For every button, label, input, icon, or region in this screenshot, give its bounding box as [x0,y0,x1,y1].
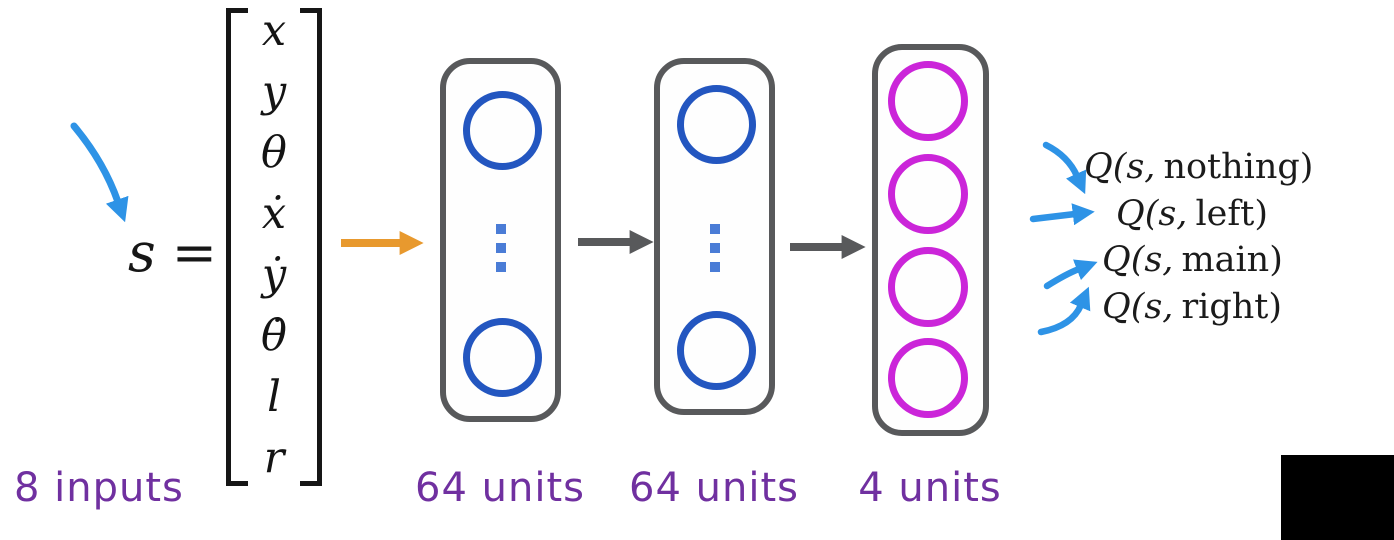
q-value-nothing: Q(s,nothing) [1084,147,1313,187]
vector-entry: θ [261,127,287,178]
vector-left-bracket [226,8,248,486]
q-value-main: Q(s,main) [1102,240,1283,280]
vector-entry: l [267,371,281,422]
q-function: Q(s, [1116,194,1188,234]
neuron [463,318,542,397]
neuron [888,338,968,418]
dot [709,262,720,272]
dot [495,262,506,272]
hidden-layer-2 [654,58,775,415]
vector-entries: x y θ ẋ ẏ θ̇ l r [248,6,300,486]
neuron [677,311,756,390]
q-value-left: Q(s,left) [1116,194,1268,234]
q-value-right: Q(s,right) [1102,287,1282,327]
state-pointer-arrow [70,122,129,223]
q-function: Q(s, [1084,147,1156,187]
vector-right-bracket [300,8,322,486]
q-action: nothing) [1163,147,1314,187]
state-vector: x y θ ẋ ẏ θ̇ l r [226,6,322,486]
state-equation: s = [128,221,217,284]
q-function: Q(s, [1102,287,1174,327]
q-main-arrow [1043,259,1098,290]
output-layer [872,44,989,436]
vector-entry: ẏ [261,249,287,300]
hidden-layer-1 [440,58,561,422]
hidden-layer-2-units-label: 64 units [629,465,799,511]
ellipsis-dots [709,224,720,272]
q-action: main) [1181,240,1283,280]
q-function: Q(s, [1102,240,1174,280]
q-action: right) [1181,287,1283,327]
vector-entry: θ̇ [261,310,287,361]
dot [495,224,506,234]
q-right-arrow [1037,286,1091,336]
neuron [463,91,542,170]
dot [495,243,506,253]
dot [709,243,720,253]
neuron [677,85,756,164]
state-symbol: s [128,221,156,284]
neuron [888,61,968,141]
q-left-arrow [1029,203,1095,226]
vector-entry: x [261,6,287,56]
q-action: left) [1195,194,1269,234]
neuron [888,154,968,234]
hidden-layer-1-units-label: 64 units [415,465,585,511]
inputs-count-label: 8 inputs [14,465,184,511]
ellipsis-dots [495,224,506,272]
vector-entry: r [263,432,285,483]
output-layer-units-label: 4 units [858,465,1002,511]
vector-entry: ẋ [261,188,287,239]
corner-black-rectangle [1281,455,1394,540]
vector-entry: y [261,66,287,117]
equals-sign: = [171,221,217,284]
dot [709,224,720,234]
q-nothing-arrow [1042,141,1087,195]
neuron [888,247,968,327]
